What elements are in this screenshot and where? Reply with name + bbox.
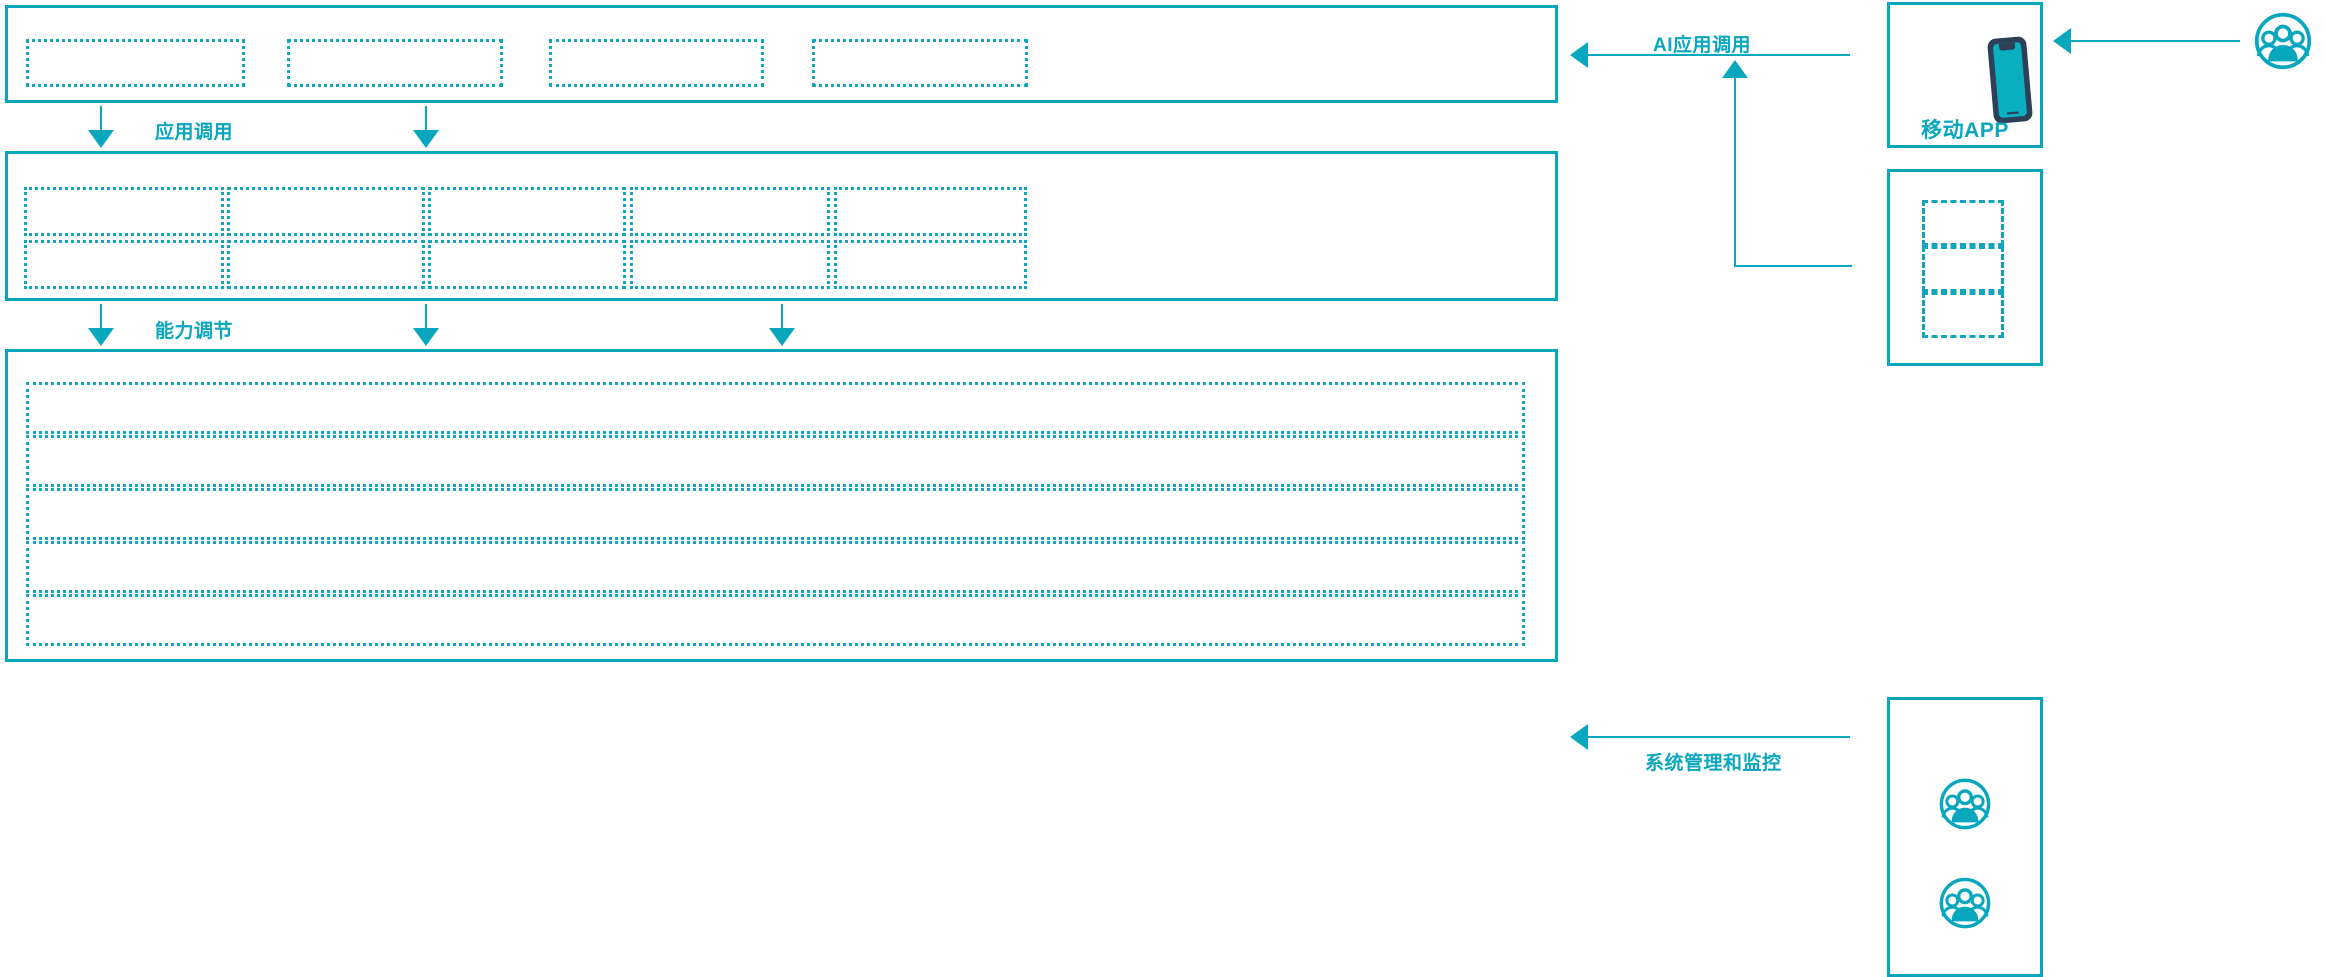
capability-adjust-arrow-3-head	[769, 328, 795, 346]
capability-slot-4[interactable]	[630, 187, 830, 236]
capability-layer-panel	[5, 151, 1558, 301]
capability-slot-3[interactable]	[428, 187, 626, 236]
channel-slot-3[interactable]	[1922, 292, 2004, 338]
platform-row-5[interactable]	[26, 594, 1525, 646]
app-invoke-arrow-2-line	[425, 106, 427, 138]
capability-slot-6[interactable]	[24, 240, 224, 289]
smartphone-icon	[1987, 36, 2033, 124]
capability-adjust-arrow-1-line	[100, 304, 102, 336]
channel-slot-2[interactable]	[1922, 246, 2004, 292]
platform-row-3[interactable]	[26, 488, 1525, 540]
platform-row-1[interactable]	[26, 382, 1525, 434]
application-layer-panel	[5, 5, 1558, 103]
capability-adjust-label: 能力调节	[155, 321, 234, 342]
capability-adjust-arrow-2-head	[413, 328, 439, 346]
application-slot-3[interactable]	[549, 39, 764, 87]
platform-row-2[interactable]	[26, 435, 1525, 487]
admin-user-group-icon-1[interactable]	[1938, 777, 1992, 831]
application-slot-4[interactable]	[812, 39, 1028, 87]
ai-app-invoke-riser-foot	[1734, 265, 1852, 267]
application-slot-2[interactable]	[287, 39, 503, 87]
platform-layer-panel	[5, 349, 1558, 662]
app-invoke-label: 应用调用	[155, 122, 234, 143]
capability-slot-10[interactable]	[834, 240, 1027, 289]
admin-user-group-icon-2[interactable]	[1938, 876, 1992, 930]
end-user-to-mobile-head	[2053, 28, 2071, 54]
capability-adjust-arrow-3-line	[781, 304, 783, 336]
app-invoke-arrow-2-head	[413, 130, 439, 148]
user-group-icon[interactable]	[2253, 11, 2313, 71]
capability-adjust-arrow-1-head	[88, 328, 114, 346]
ai-app-invoke-line	[1585, 54, 1850, 56]
channel-slot-1[interactable]	[1922, 200, 2004, 246]
ai-app-invoke-riser-head	[1722, 60, 1748, 78]
ai-app-invoke-head	[1570, 42, 1588, 68]
mobile-app-caption: 移动APP	[1921, 119, 2009, 142]
ai-app-invoke-label: AI应用调用	[1653, 35, 1752, 56]
system-admin-monitor-label: 系统管理和监控	[1645, 753, 1782, 774]
capability-slot-5[interactable]	[834, 187, 1027, 236]
system-admin-monitor-line	[1585, 736, 1850, 738]
ai-app-invoke-riser-line	[1734, 78, 1736, 266]
system-admin-monitor-head	[1570, 724, 1588, 750]
capability-slot-9[interactable]	[630, 240, 830, 289]
capability-slot-8[interactable]	[428, 240, 626, 289]
platform-row-4[interactable]	[26, 541, 1525, 593]
end-user-to-mobile-line	[2068, 40, 2240, 42]
app-invoke-arrow-1-line	[100, 106, 102, 138]
capability-slot-1[interactable]	[24, 187, 224, 236]
application-slot-1[interactable]	[26, 39, 245, 87]
capability-slot-7[interactable]	[227, 240, 425, 289]
admin-panel	[1887, 697, 2043, 977]
app-invoke-arrow-1-head	[88, 130, 114, 148]
capability-adjust-arrow-2-line	[425, 304, 427, 336]
capability-slot-2[interactable]	[227, 187, 425, 236]
